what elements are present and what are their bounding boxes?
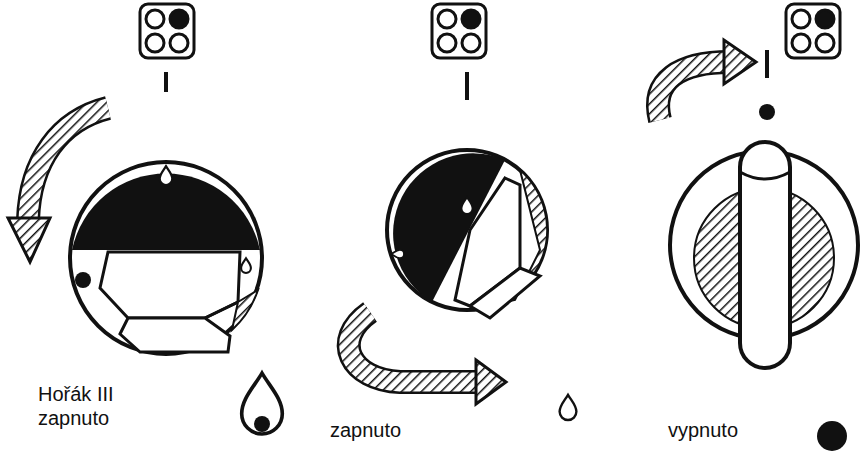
panel-off [658, 4, 858, 451]
panel-on [349, 4, 577, 420]
caption-label: zapnuto [330, 418, 450, 442]
panel-burner-on [8, 4, 282, 434]
caption-label: Hořák III zapnuto [38, 382, 138, 430]
caption-label: vypnuto [668, 418, 788, 442]
